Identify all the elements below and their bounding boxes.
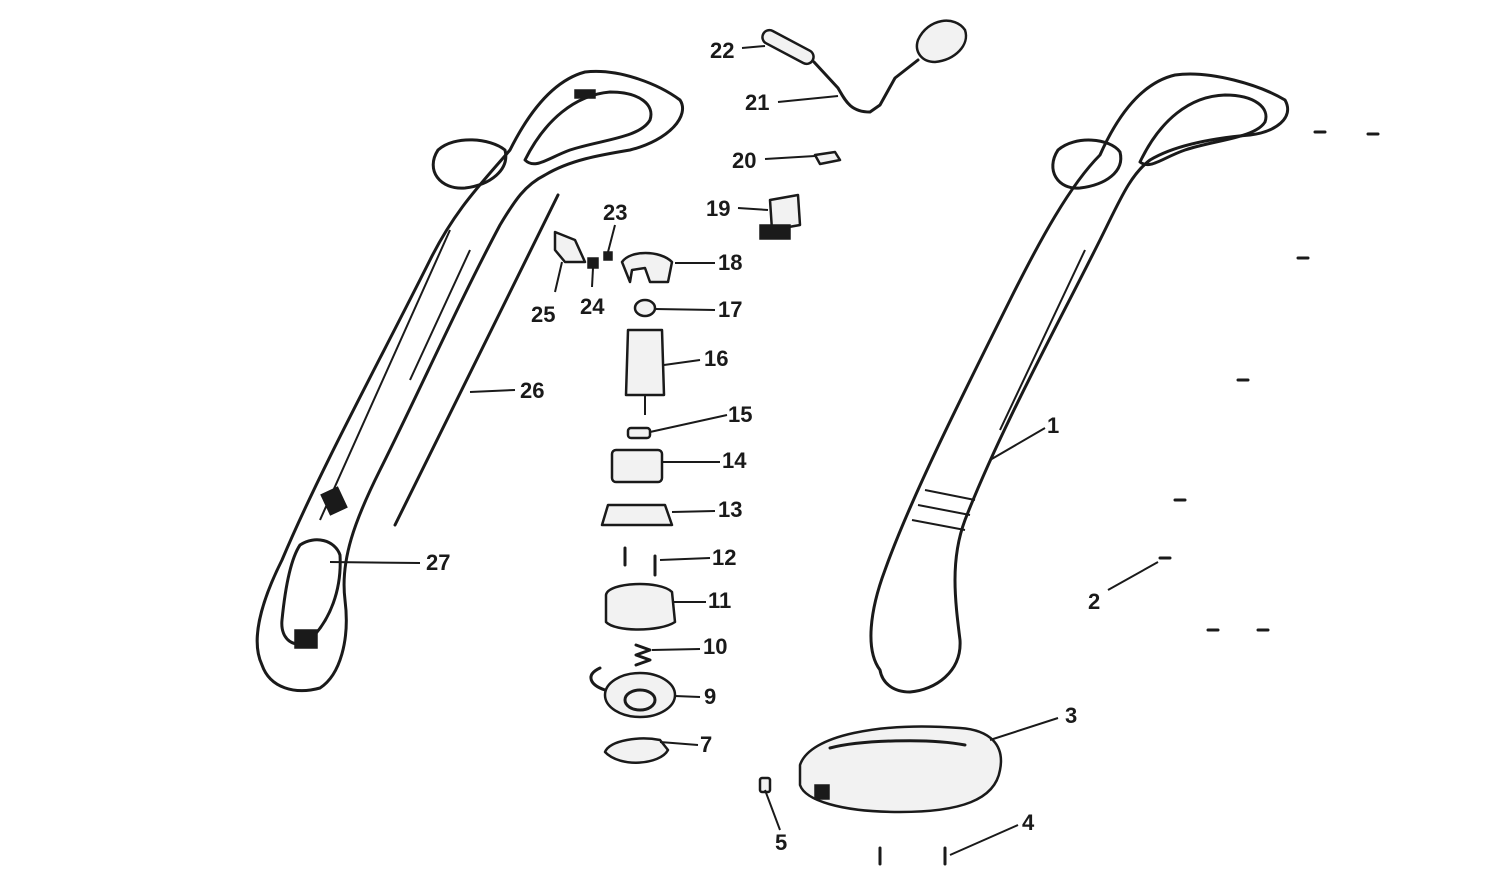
label-25: 25 xyxy=(531,302,555,327)
spool-part-9 xyxy=(589,666,677,719)
left-housing-half xyxy=(255,69,684,693)
label-3: 3 xyxy=(1065,703,1077,728)
label-20: 20 xyxy=(732,148,756,173)
label-23: 23 xyxy=(603,200,627,225)
label-21: 21 xyxy=(745,90,769,115)
label-27: 27 xyxy=(426,550,450,575)
rod-part-26 xyxy=(393,193,560,527)
label-14: 14 xyxy=(722,448,747,473)
label-2: 2 xyxy=(1088,589,1100,614)
cap-part-7 xyxy=(603,737,670,764)
label-24: 24 xyxy=(580,294,605,319)
part-20 xyxy=(813,150,842,166)
screws-part-2 xyxy=(1158,130,1380,632)
part-5 xyxy=(758,776,772,794)
label-16: 16 xyxy=(704,346,728,371)
part-17 xyxy=(633,298,657,318)
label-19: 19 xyxy=(706,196,730,221)
part-14 xyxy=(610,448,664,484)
spool-part-11 xyxy=(604,582,677,631)
label-12: 12 xyxy=(712,545,736,570)
part-15 xyxy=(626,426,652,440)
label-17: 17 xyxy=(718,297,742,322)
label-22: 22 xyxy=(710,38,734,63)
part-23 xyxy=(603,251,613,261)
right-housing-half xyxy=(869,72,1289,694)
label-1: 1 xyxy=(1047,413,1059,438)
label-5: 5 xyxy=(775,830,787,855)
leader-lines xyxy=(329,45,1159,856)
label-13: 13 xyxy=(718,497,742,522)
label-7: 7 xyxy=(700,732,712,757)
label-11: 11 xyxy=(708,588,731,613)
label-10: 10 xyxy=(703,634,727,659)
spring-part-10 xyxy=(634,643,652,667)
part-24 xyxy=(587,257,599,269)
label-18: 18 xyxy=(718,250,742,275)
label-15: 15 xyxy=(728,402,752,427)
bracket-part-18 xyxy=(620,251,674,284)
part-13 xyxy=(600,503,674,527)
screws-part-4 xyxy=(878,846,947,866)
switch-part-19 xyxy=(759,193,802,240)
motor-part-16 xyxy=(624,328,666,415)
label-9: 9 xyxy=(704,684,716,709)
part-25 xyxy=(553,230,587,264)
guard-part-3 xyxy=(798,725,1003,814)
label-26: 26 xyxy=(520,378,544,403)
label-4: 4 xyxy=(1022,810,1035,835)
power-cord-part-21-22 xyxy=(761,19,968,114)
